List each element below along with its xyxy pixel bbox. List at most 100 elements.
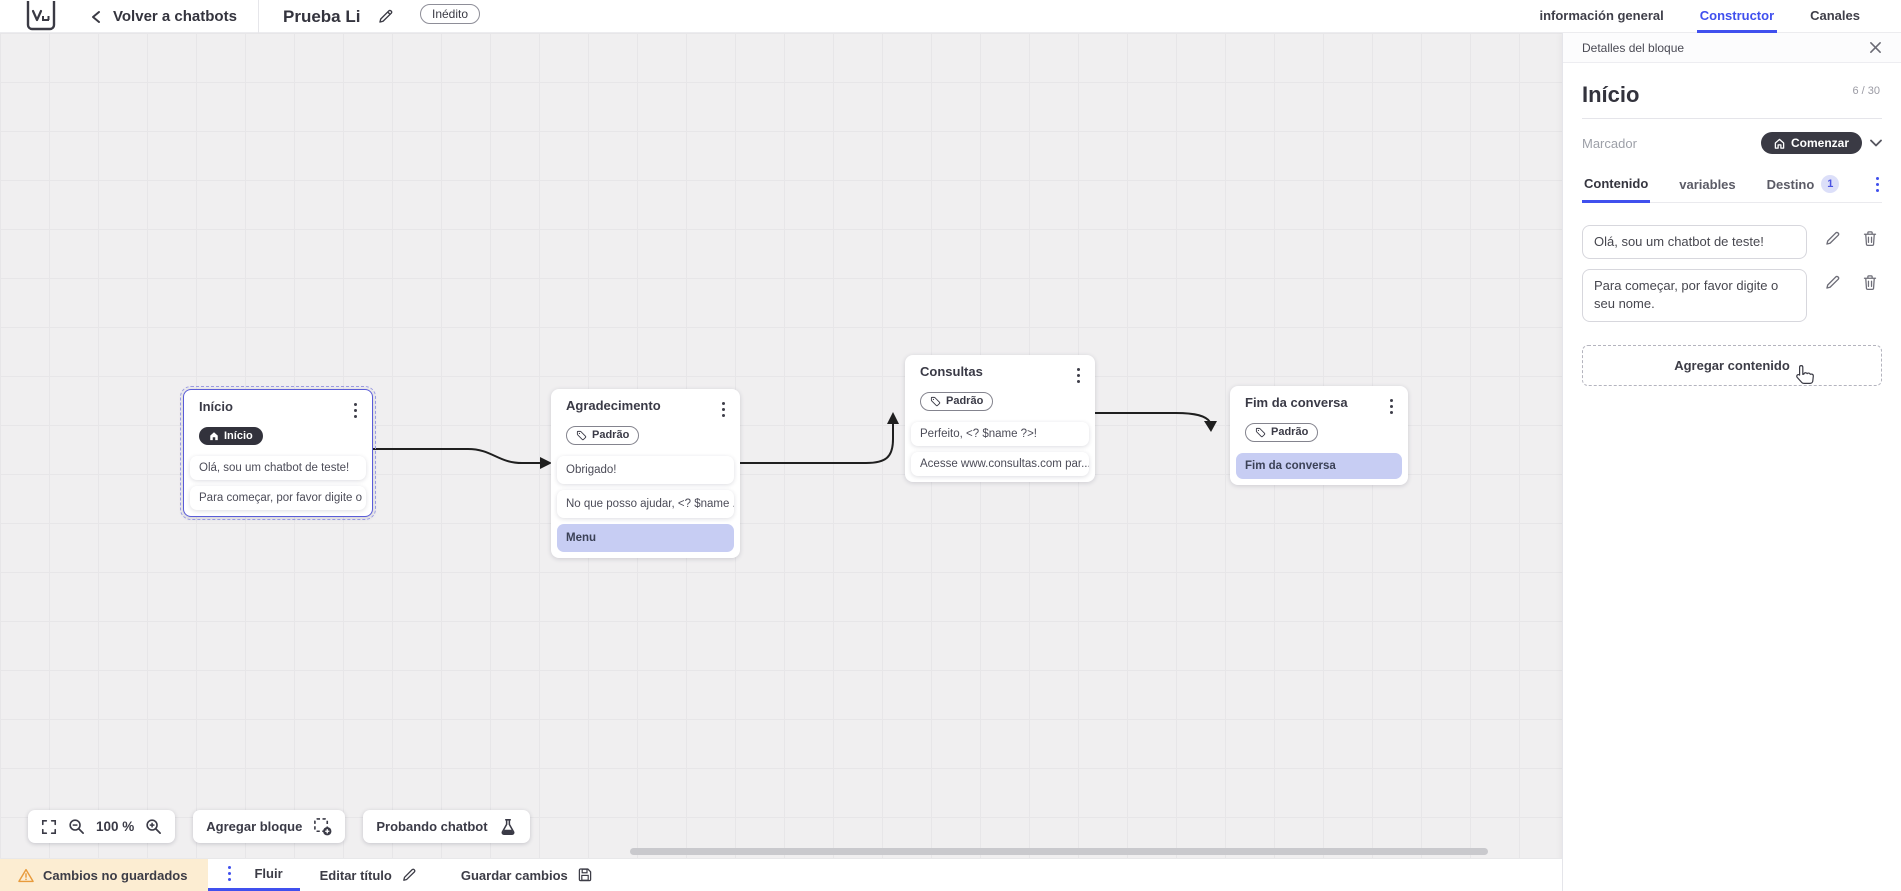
unsaved-changes-label: Cambios no guardados (43, 867, 188, 883)
flow-canvas[interactable]: Início Início Olá, sou um chatbot de tes… (0, 33, 1562, 858)
back-to-chatbots-button[interactable]: Volver a chatbots (90, 0, 237, 33)
tab-content[interactable]: Contenido (1582, 168, 1651, 203)
edit-pencil-icon[interactable] (1824, 230, 1841, 247)
default-badge: Padrão (920, 391, 994, 411)
node-head: Agradecimento (557, 398, 734, 421)
panel-body: Início 6 / 30 Marcador Comenzar Contenid… (1563, 63, 1901, 386)
test-chatbot-label: Probando chatbot (376, 819, 488, 834)
badge-label: Padrão (946, 395, 984, 408)
back-chevron-icon (90, 10, 102, 24)
marker-label: Marcador (1582, 135, 1637, 151)
marker-value-label: Comenzar (1790, 136, 1849, 150)
tab-general-info[interactable]: información general (1539, 7, 1664, 23)
canvas-toolbar: 100 % Agregar bloque Probando chatbot (28, 810, 530, 843)
back-label: Volver a chatbots (113, 8, 237, 25)
edit-title-label: Editar título (319, 867, 392, 883)
add-content-label: Agregar contenido (1674, 357, 1790, 373)
kebab-menu-icon[interactable] (719, 398, 728, 421)
node-badges: Padrão (911, 387, 1089, 416)
flow-tab[interactable]: Fluir (208, 859, 300, 891)
panel-header: Detalles del bloque (1563, 33, 1901, 63)
fullscreen-icon[interactable] (41, 819, 57, 835)
node-content-card[interactable]: Acesse www.consultas.com par... (911, 451, 1089, 476)
panel-kebab-menu-icon[interactable] (1873, 173, 1882, 196)
tab-channels[interactable]: Canales (1810, 7, 1860, 23)
node-head: Início (190, 399, 366, 422)
node-link-card[interactable]: Fim da conversa (1236, 452, 1402, 479)
node-head: Consultas (911, 364, 1089, 387)
node-title: Agradecimento (566, 398, 661, 413)
content-text-input[interactable]: Olá, sou um chatbot de teste! (1582, 225, 1807, 260)
zoom-in-icon[interactable] (145, 818, 162, 835)
bot-title: Prueba Li (283, 6, 361, 26)
horizontal-scrollbar[interactable] (630, 848, 1488, 855)
flow-tab-label: Fluir (254, 866, 283, 881)
flask-icon (499, 818, 517, 836)
top-header: Volver a chatbots Prueba Li Inédito info… (0, 0, 1901, 33)
zoom-out-icon[interactable] (68, 818, 85, 835)
badge-label: Início (224, 429, 253, 442)
node-content-card[interactable]: Olá, sou um chatbot de teste! (190, 455, 366, 480)
node-title: Fim da conversa (1245, 395, 1348, 410)
bottom-bar: Cambios no guardados Fluir Editar título… (0, 858, 1562, 891)
close-icon[interactable] (1869, 41, 1882, 54)
add-content-button[interactable]: Agregar contenido (1582, 344, 1882, 386)
start-badge: Início (199, 426, 263, 445)
flow-node-agradecimento[interactable]: Agradecimento Padrão Obrigado! No que po… (551, 389, 740, 558)
node-link-card[interactable]: Menu (557, 523, 734, 552)
app-logo[interactable] (26, 1, 56, 31)
edit-title-button[interactable]: Editar título (320, 859, 417, 891)
tab-destination[interactable]: Destino 1 (1765, 167, 1842, 202)
default-badge: Padrão (566, 425, 640, 445)
panel-tabs: Contenido variables Destino 1 (1582, 167, 1882, 203)
node-content-card[interactable]: Para começar, por favor digite o ... (190, 485, 366, 510)
marker-value-pill[interactable]: Comenzar (1760, 132, 1862, 154)
zoom-level: 100 % (96, 819, 135, 834)
flow-node-consultas[interactable]: Consultas Padrão Perfeito, <? $name ?>! … (905, 355, 1095, 482)
test-chatbot-button[interactable]: Probando chatbot (363, 810, 530, 843)
tag-icon (1255, 427, 1266, 437)
node-title: Início (199, 399, 233, 414)
kebab-menu-icon[interactable] (351, 399, 360, 422)
char-counter: 6 / 30 (1852, 85, 1880, 97)
node-badges: Padrão (557, 421, 734, 450)
status-badge: Inédito (420, 4, 481, 24)
kebab-menu-icon[interactable] (1387, 395, 1396, 418)
destination-count-badge: 1 (1821, 175, 1840, 193)
warning-icon (18, 868, 34, 883)
save-changes-button[interactable]: Guardar cambios (461, 859, 593, 891)
flow-node-inicio[interactable]: Início Início Olá, sou um chatbot de tes… (180, 386, 376, 520)
block-details-panel: Detalles del bloque Início 6 / 30 Marcad… (1562, 33, 1901, 891)
add-block-icon (313, 817, 332, 836)
chevron-down-icon[interactable] (1870, 139, 1882, 147)
edit-pencil-icon[interactable] (1824, 274, 1841, 291)
content-row: Para começar, por favor digite o seu nom… (1582, 269, 1882, 322)
block-title-input[interactable]: Início (1582, 82, 1640, 107)
zoom-controls: 100 % (28, 810, 176, 843)
tag-icon (576, 430, 587, 440)
panel-header-label: Detalles del bloque (1582, 40, 1685, 55)
default-badge: Padrão (1245, 422, 1319, 442)
kebab-menu-icon[interactable] (1074, 364, 1083, 387)
flow-kebab-menu-icon[interactable] (225, 862, 234, 885)
add-block-button[interactable]: Agregar bloque (193, 810, 346, 843)
unsaved-changes-chip: Cambios no guardados (0, 859, 209, 891)
trash-icon[interactable] (1862, 274, 1878, 291)
node-head: Fim da conversa (1236, 395, 1402, 418)
tab-variables[interactable]: variables (1679, 176, 1736, 192)
flow-node-fim[interactable]: Fim da conversa Padrão Fim da conversa (1230, 386, 1408, 485)
node-content-card[interactable]: No que posso ajudar, <? $name ... (557, 489, 734, 518)
save-changes-label: Guardar cambios (460, 867, 568, 883)
bot-title-group: Prueba Li (283, 0, 394, 33)
home-icon (1774, 138, 1785, 149)
tab-constructor[interactable]: Constructor (1696, 0, 1778, 33)
header-separator (258, 0, 259, 33)
home-icon (210, 431, 218, 440)
node-content-card[interactable]: Perfeito, <? $name ?>! (911, 421, 1089, 446)
block-title-row: Início 6 / 30 (1582, 78, 1882, 119)
trash-icon[interactable] (1862, 230, 1878, 247)
node-content-card[interactable]: Obrigado! (557, 455, 734, 484)
edit-title-pencil-icon[interactable] (377, 8, 394, 25)
content-text-input[interactable]: Para começar, por favor digite o seu nom… (1582, 269, 1807, 322)
